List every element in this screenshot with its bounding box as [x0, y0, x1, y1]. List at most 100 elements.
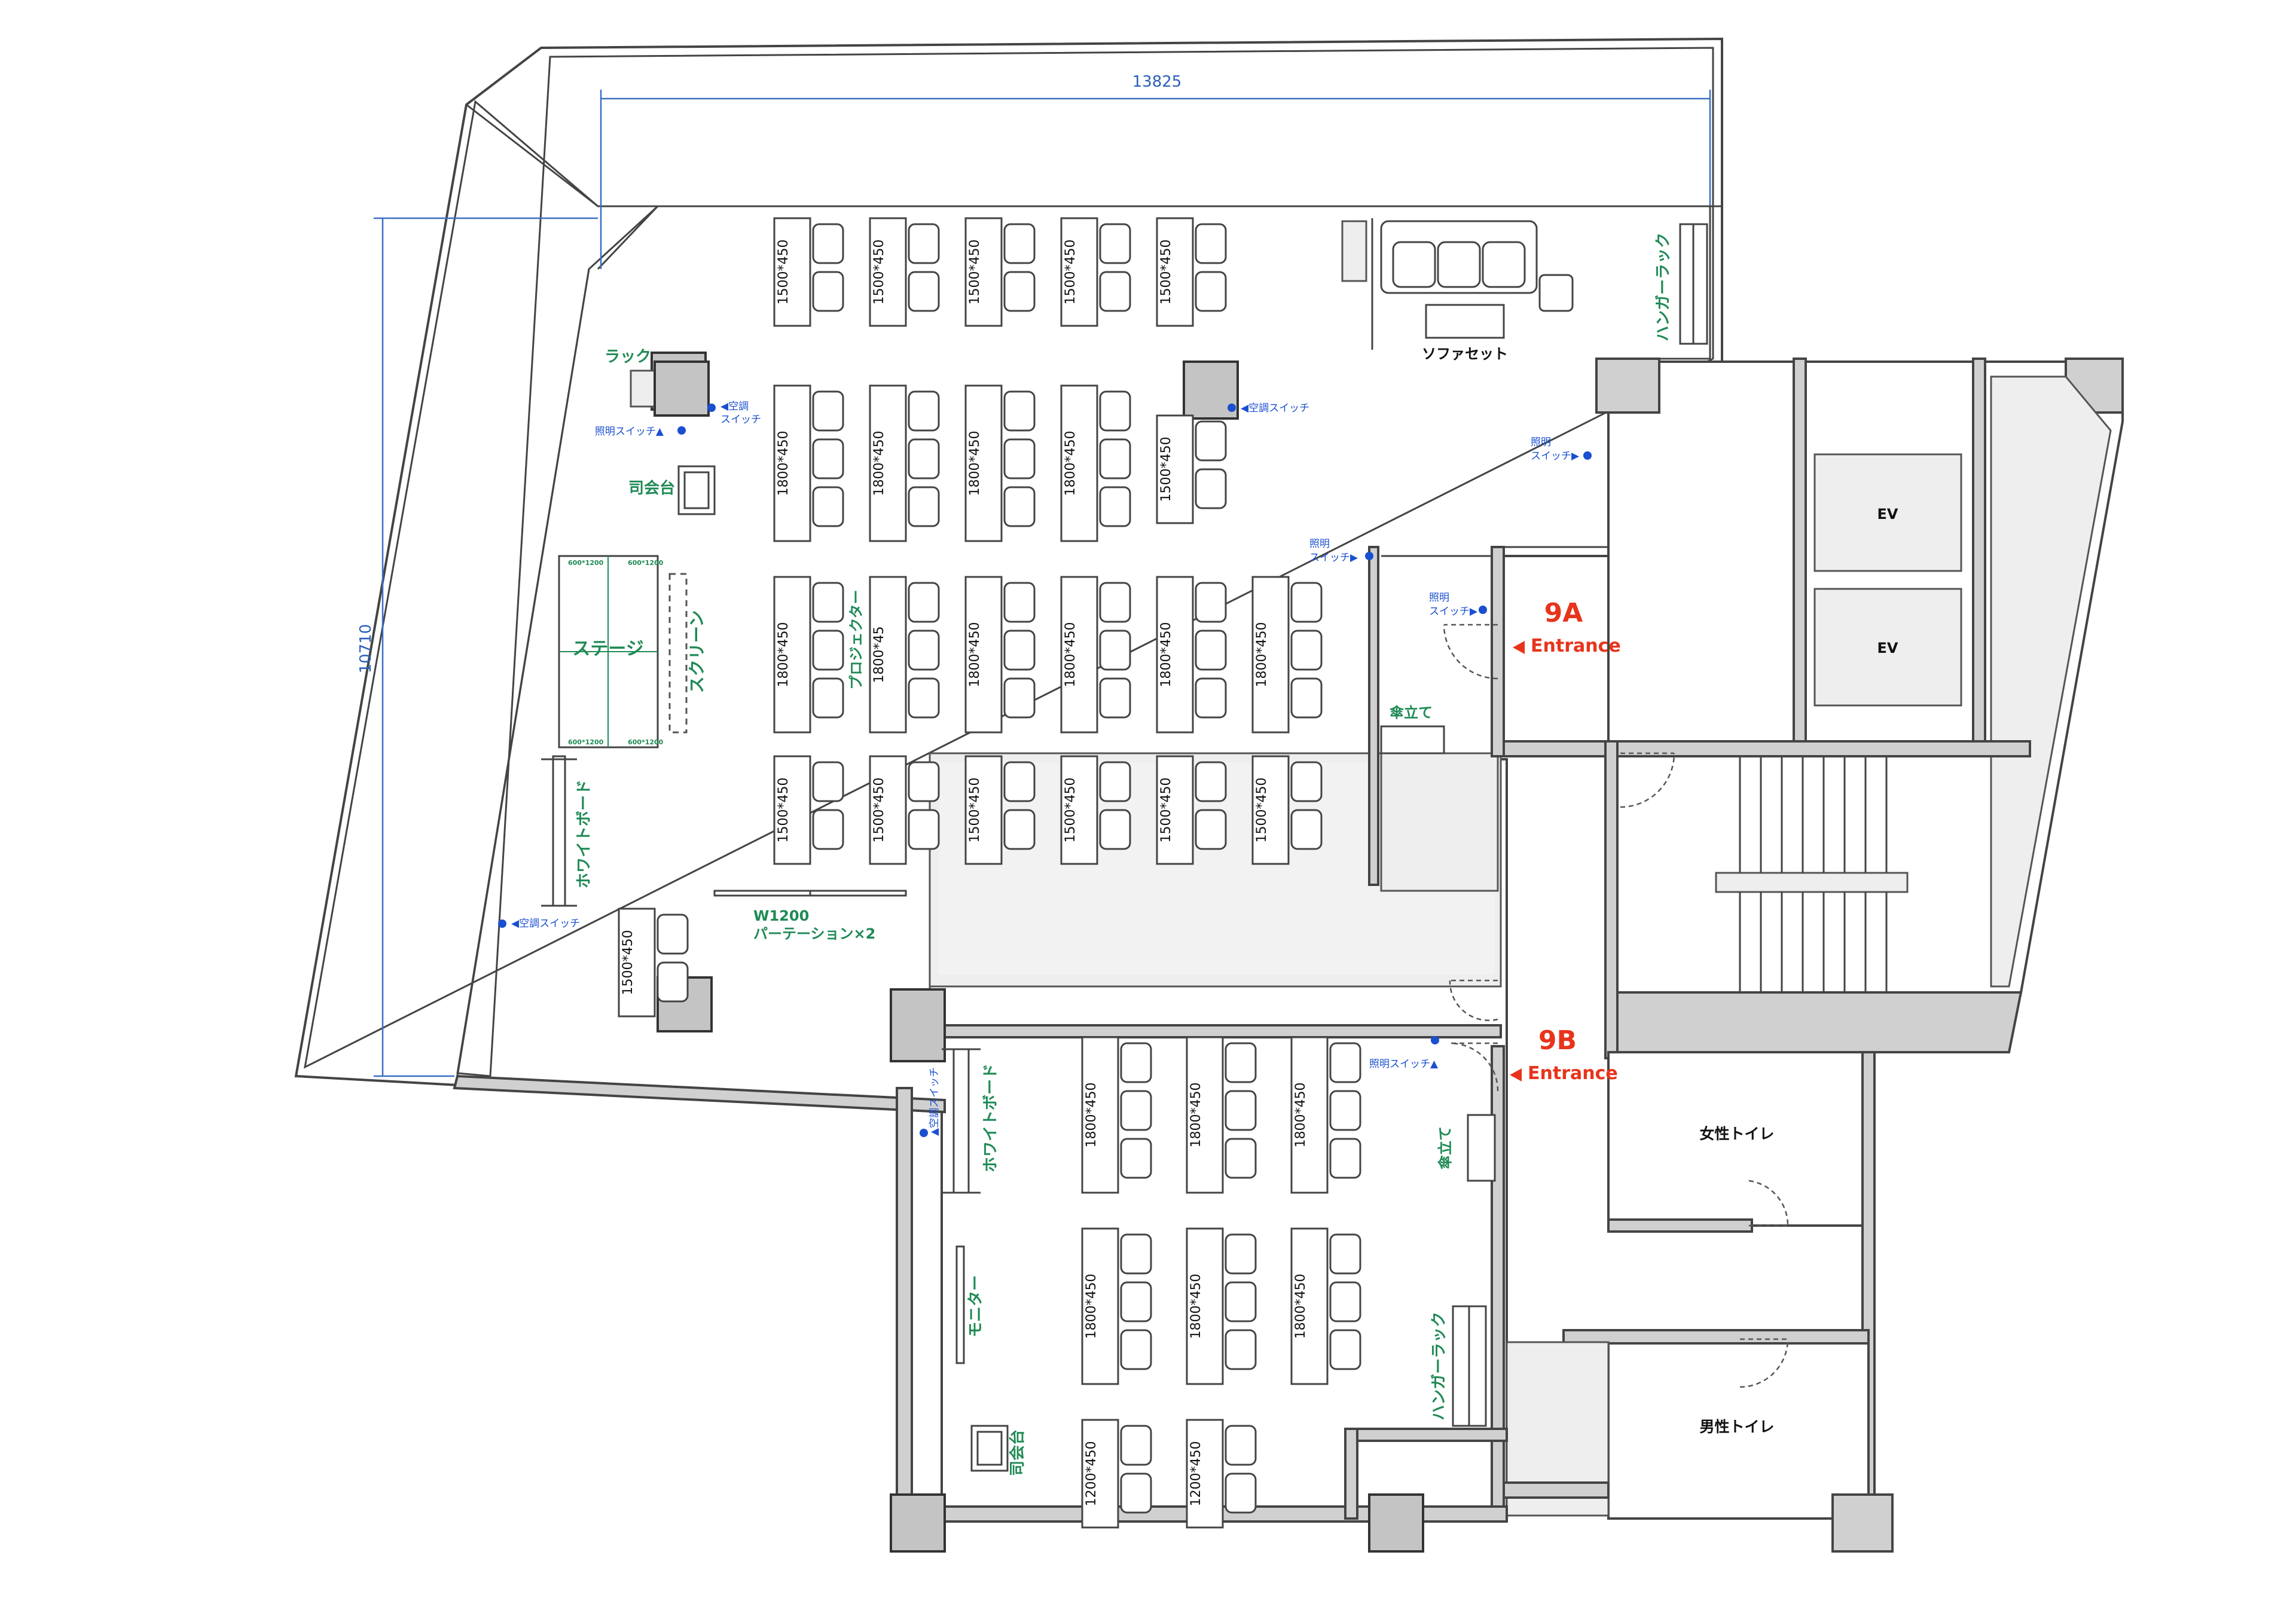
- chair: [812, 582, 844, 623]
- chair: [1120, 1329, 1152, 1370]
- screen-label: スクリーン: [687, 610, 707, 693]
- chair: [1003, 630, 1036, 671]
- stage-dim-tl: 600*1200: [568, 559, 604, 567]
- inner-wall-north: [456, 47, 1714, 1077]
- entrance-9b-id: 9B: [1538, 1025, 1577, 1056]
- entrance-9b-label: Entrance: [1528, 1063, 1618, 1084]
- desk-size-label: 1800*450: [1063, 431, 1078, 496]
- partition-size-label: W1200: [753, 908, 809, 924]
- chair: [1195, 677, 1227, 719]
- mc-table-bottom-label: 司会台: [1008, 1429, 1027, 1476]
- height-dimension: 10710: [357, 624, 375, 674]
- chair: [1120, 1138, 1152, 1179]
- chair: [1003, 390, 1036, 432]
- chair: [908, 271, 940, 312]
- chair: [812, 630, 844, 671]
- chair: [908, 630, 940, 671]
- chair: [1120, 1281, 1152, 1322]
- desk-unit: 1800*450: [1251, 576, 1323, 734]
- light-switch-3-line1: 照明: [1309, 538, 1330, 550]
- chair: [908, 390, 940, 432]
- ac-switch-dot-2: [1228, 404, 1236, 412]
- desk-unit: 1500*450: [1060, 217, 1131, 327]
- ac-switch-2: ◀空調スイッチ: [1241, 402, 1309, 414]
- desk-size-label: 1800*450: [1084, 1274, 1099, 1339]
- chair: [1003, 486, 1036, 527]
- desk-size-label: 1200*450: [1084, 1441, 1099, 1507]
- light-switch-dot-5: [1431, 1036, 1439, 1044]
- chair: [1195, 420, 1227, 462]
- desk-unit: 1800*450: [1081, 1036, 1152, 1194]
- chair: [1290, 630, 1323, 671]
- desk-size-label: 1500*450: [967, 240, 982, 305]
- light-switch-5: 照明スイッチ▲: [1369, 1058, 1439, 1070]
- chair: [908, 438, 940, 479]
- chair: [1329, 1329, 1361, 1370]
- desk-size-label: 1500*450: [1254, 778, 1269, 843]
- chair: [1290, 677, 1323, 719]
- ac-switch-3: ◀空調スイッチ: [511, 918, 580, 930]
- chair: [812, 390, 844, 432]
- partition: W1200 パーテーション×2: [713, 890, 907, 942]
- whiteboard-left-label: ホワイトボード: [575, 780, 593, 888]
- chair: [1195, 809, 1227, 850]
- desk-unit: 1800*450: [773, 576, 844, 734]
- desk-unit: 1800*450: [1186, 1227, 1257, 1385]
- desk-size-label: 1800*450: [1254, 622, 1269, 688]
- door-9b-upper[interactable]: [1449, 979, 1498, 1021]
- desk-unit: 1800*450: [964, 384, 1036, 542]
- ac-switch-dot-3: [498, 919, 506, 928]
- desk-size-label: 1800*450: [1293, 1083, 1308, 1148]
- ac-switch-1-line2: スイッチ: [720, 414, 761, 426]
- women-toilet: [1607, 1051, 1870, 1227]
- desk-size-label: 1500*450: [1159, 778, 1174, 843]
- hanger-rack-top-label: ハンガーラック: [1654, 233, 1672, 341]
- chair: [1003, 271, 1036, 312]
- chair: [1195, 271, 1227, 312]
- entrance-area: 9A Entrance 9B Entrance: [1443, 546, 1621, 1520]
- chair: [908, 582, 940, 623]
- entrance-9b-arrow: [1510, 1068, 1522, 1081]
- desk-unit: 1500*450: [1156, 217, 1227, 327]
- chair: [1003, 809, 1036, 850]
- door-9a[interactable]: [1443, 624, 1498, 680]
- desk-size-label: 1800*450: [1159, 622, 1174, 688]
- men-toilet-label: 男性トイレ: [1699, 1418, 1774, 1435]
- desk-size-label: 1800*45: [872, 627, 887, 683]
- umbrella-stand-a: 傘立て: [1368, 546, 1445, 886]
- chair: [1003, 761, 1036, 802]
- desk-size-label: 1500*450: [1063, 778, 1078, 843]
- desk-unit: 1500*450: [869, 217, 940, 327]
- ac-switch-dot-1: [707, 404, 716, 412]
- desk-size-label: 1800*450: [1189, 1274, 1204, 1339]
- desk-unit: 1800*45: [869, 576, 940, 734]
- desk-unit: 1500*450: [618, 908, 689, 1018]
- chair: [1099, 630, 1131, 671]
- desk-size-label: 1500*450: [1159, 240, 1174, 305]
- rack: ラック: [604, 348, 710, 417]
- mc-table-top: 司会台: [628, 465, 716, 515]
- door-9b[interactable]: [1449, 1042, 1499, 1092]
- chair: [1099, 390, 1131, 432]
- sofa-set-label: ソファセット: [1422, 346, 1508, 362]
- room-9b-furniture: ホワイトボード モニター 司会台 傘立て ハンガーラック: [942, 1048, 1496, 1476]
- chair: [1329, 1138, 1361, 1179]
- chair: [908, 761, 940, 802]
- chair: [908, 223, 940, 264]
- desk-size-label: 1800*450: [776, 622, 791, 688]
- desk-size-label: 1500*450: [621, 930, 636, 995]
- chair: [1225, 1281, 1257, 1322]
- projector-label: プロジェクター: [848, 589, 865, 689]
- women-toilet-label: 女性トイレ: [1699, 1125, 1774, 1142]
- chair: [1003, 582, 1036, 623]
- chair: [1329, 1233, 1361, 1275]
- chair: [812, 677, 844, 719]
- desk-unit: 1800*450: [1290, 1227, 1361, 1385]
- chair: [1099, 223, 1131, 264]
- ev-label-1: EV: [1877, 506, 1898, 523]
- desk-size-label: 1800*450: [967, 622, 982, 688]
- chair: [908, 809, 940, 850]
- stage: 600*1200 600*1200 600*1200 600*1200 ステージ…: [558, 555, 707, 748]
- desk-unit: 1800*450: [1060, 384, 1131, 542]
